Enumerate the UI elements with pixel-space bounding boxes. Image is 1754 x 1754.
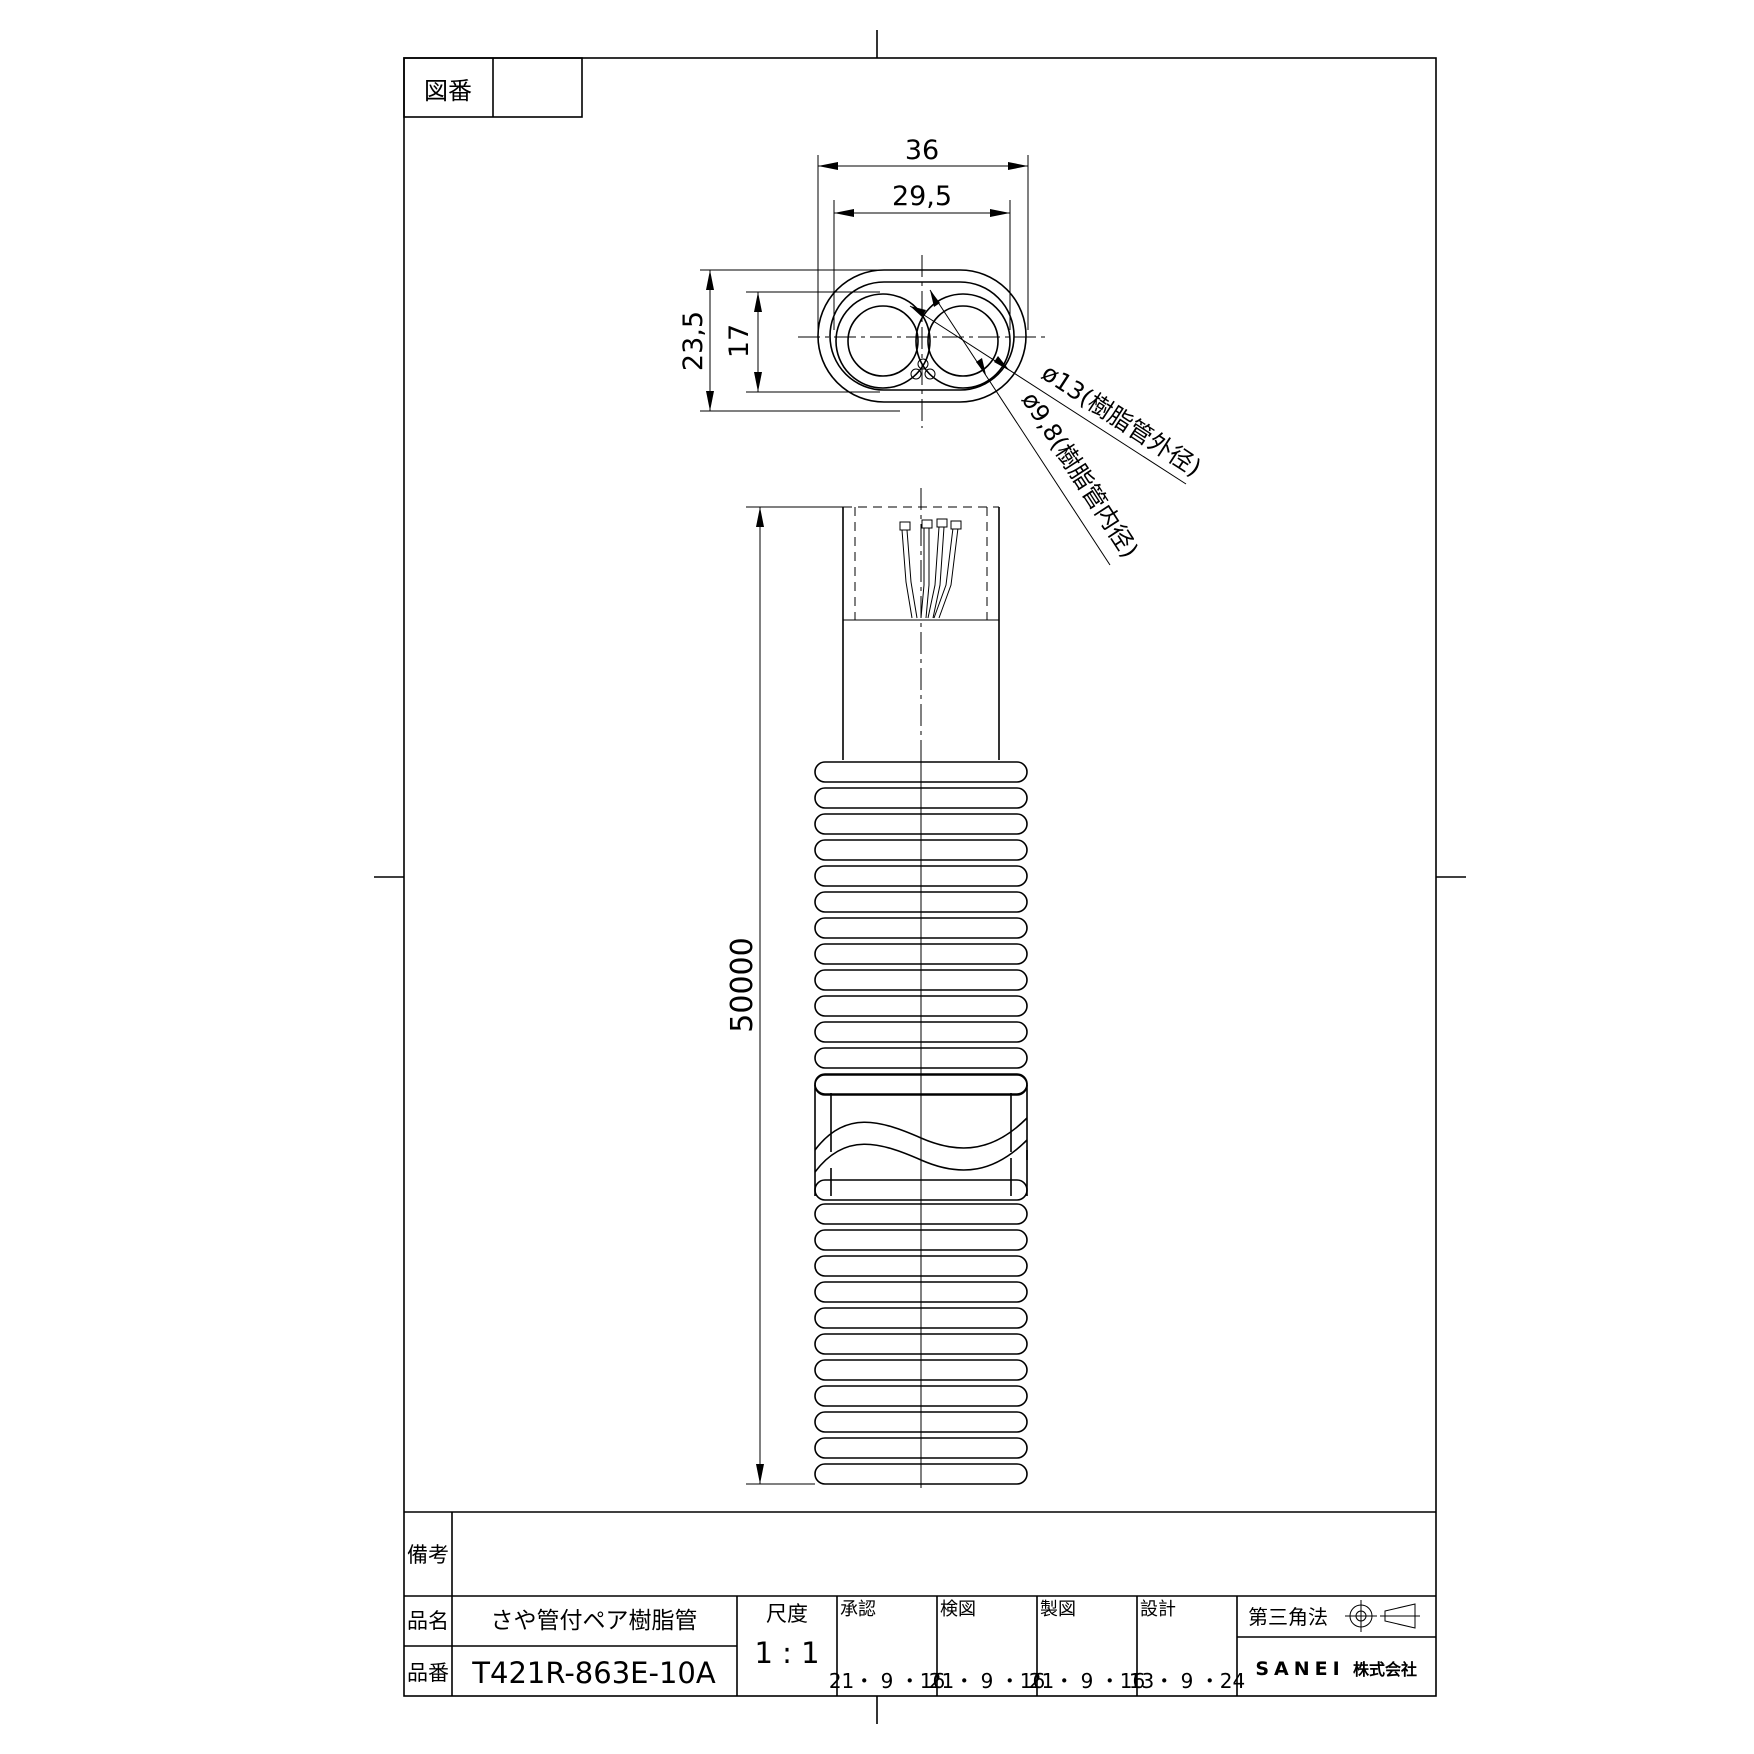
drawing-number-box: 図番	[403, 57, 583, 118]
dimension-outer-height: 23,5	[678, 269, 900, 412]
dimension-inner-width: 29,5	[833, 181, 1011, 330]
dim-29-5-label: 29,5	[892, 181, 952, 212]
company-suffix: 株式会社	[1353, 1660, 1417, 1679]
number-label: 品番	[407, 1661, 449, 1685]
design-date: 13・ 9 ・24	[1129, 1669, 1245, 1693]
sleeve-plain	[842, 620, 1000, 760]
name-value: さや管付ペア樹脂管	[491, 1608, 698, 1634]
drafting-label: 製図	[1040, 1599, 1076, 1620]
side-view	[814, 488, 1028, 1488]
dim-23-5-label: 23,5	[678, 311, 709, 371]
projection-label: 第三角法	[1248, 1605, 1328, 1629]
wires	[899, 518, 962, 619]
scale-value: 1 : 1	[754, 1636, 819, 1670]
dimension-inner-height: 17	[724, 291, 880, 393]
approval-date: 21・ 9 ・16	[829, 1669, 945, 1693]
remarks-label: 備考	[407, 1543, 449, 1567]
dim-50000-label: 50000	[725, 937, 760, 1032]
scale-label: 尺度	[766, 1602, 808, 1626]
name-label: 品名	[407, 1609, 449, 1633]
third-angle-projection-icon	[1345, 1600, 1420, 1632]
drawing-frame	[403, 57, 1437, 1697]
pipe-end-hidden	[842, 506, 1000, 621]
dimension-outer-width: 36	[817, 135, 1029, 330]
dim-36-label: 36	[905, 135, 939, 166]
drawing-number-label: 図番	[424, 77, 472, 105]
check-label: 検図	[940, 1599, 976, 1620]
title-block: 備考 品名 さや管付ペア樹脂管 品番 T421R-863E-10A 尺度 1 :…	[404, 1511, 1436, 1696]
drafting-date: 21・ 9 ・16	[1029, 1669, 1145, 1693]
cross-section-view	[798, 255, 1046, 428]
dimension-length: 50000	[725, 506, 843, 1485]
centering-marks	[374, 30, 1466, 1724]
approval-label: 承認	[840, 1599, 876, 1620]
company-logo: SANEI	[1255, 1658, 1344, 1680]
number-value: T421R-863E-10A	[471, 1656, 716, 1690]
design-label: 設計	[1140, 1599, 1176, 1620]
dim-17-label: 17	[724, 324, 755, 358]
check-date: 21・ 9 ・16	[929, 1669, 1045, 1693]
